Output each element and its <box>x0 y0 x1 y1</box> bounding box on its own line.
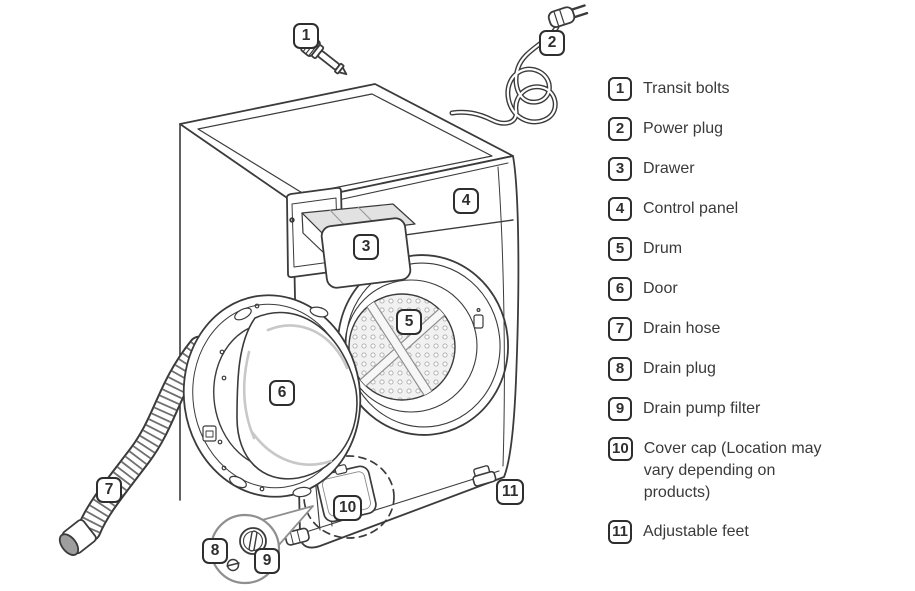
callout-box-10: 10 <box>333 495 363 521</box>
door-glass-highlights <box>242 324 349 466</box>
legend-item-8: 8 Drain plug <box>608 357 908 381</box>
callout-box-9: 9 <box>254 548 280 574</box>
parts-legend: 1 Transit bolts 2 Power plug 3 Drawer 4 … <box>608 77 908 560</box>
legend-label-1: Transit bolts <box>643 80 730 97</box>
right-corner-seam <box>497 166 505 467</box>
legend-label-3: Drawer <box>643 160 695 177</box>
legend-num-1: 1 <box>608 77 632 101</box>
adjustable-foot-right <box>472 465 497 487</box>
foot-center <box>284 527 310 546</box>
legend-label-10: Cover cap (Location may vary depending o… <box>643 440 822 501</box>
legend-item-5: 5 Drum <box>608 237 908 261</box>
legend-label-6: Door <box>643 280 678 297</box>
callout-box-7: 7 <box>96 477 122 503</box>
drain-hose <box>58 335 213 556</box>
legend-item-3: 3 Drawer <box>608 157 908 181</box>
legend-label-8: Drain plug <box>643 360 716 377</box>
legend-item-1: 1 Transit bolts <box>608 77 908 101</box>
callout-box-3: 3 <box>353 234 379 260</box>
legend-item-11: 11 Adjustable feet <box>608 520 908 544</box>
legend-label-7: Drain hose <box>643 320 721 337</box>
hose-end-cuff <box>58 519 97 556</box>
cover-cap-dashed-circle <box>303 455 395 539</box>
callout-box-2: 2 <box>539 30 565 56</box>
legend-label-11: Adjustable feet <box>643 523 749 540</box>
legend-label-4: Control panel <box>643 200 739 217</box>
legend-num-10: 10 <box>608 437 633 461</box>
legend-num-4: 4 <box>608 197 632 221</box>
top-panel-inner-line <box>197 93 493 195</box>
legend-num-6: 6 <box>608 277 632 301</box>
legend-item-10: 10 Cover cap (Location may vary dependin… <box>608 437 908 504</box>
legend-num-3: 3 <box>608 157 632 181</box>
power-cord <box>449 4 589 126</box>
legend-num-7: 7 <box>608 317 632 341</box>
door-glass <box>236 311 358 480</box>
callout-box-6: 6 <box>269 380 295 406</box>
drain-plug-icon <box>226 558 240 572</box>
drain-pump-filter-icon <box>239 527 267 555</box>
door-hinge-catch <box>473 308 484 329</box>
callout-box-1: 1 <box>293 23 319 49</box>
door-ring-details <box>202 303 329 498</box>
power-plug-icon <box>547 4 589 28</box>
legend-label-2: Power plug <box>643 120 724 137</box>
detergent-drawer <box>285 186 416 289</box>
legend-item-6: 6 Door <box>608 277 908 301</box>
legend-num-2: 2 <box>608 117 632 141</box>
callout-box-8: 8 <box>202 538 228 564</box>
legend-num-9: 9 <box>608 397 632 421</box>
legend-label-9: Drain pump filter <box>643 400 761 417</box>
legend-item-2: 2 Power plug <box>608 117 908 141</box>
base-trim-line <box>305 470 500 533</box>
legend-num-11: 11 <box>608 520 632 544</box>
legend-item-7: 7 Drain hose <box>608 317 908 341</box>
legend-item-4: 4 Control panel <box>608 197 908 221</box>
legend-label-5: Drum <box>643 240 683 257</box>
callout-box-5: 5 <box>396 309 422 335</box>
drum-lifter-bar <box>357 294 442 400</box>
door-latch <box>202 425 217 442</box>
callout-box-11: 11 <box>496 479 525 505</box>
legend-num-5: 5 <box>608 237 632 261</box>
legend-num-8: 8 <box>608 357 632 381</box>
legend-item-9: 9 Drain pump filter <box>608 397 908 421</box>
callout-box-4: 4 <box>453 188 479 214</box>
